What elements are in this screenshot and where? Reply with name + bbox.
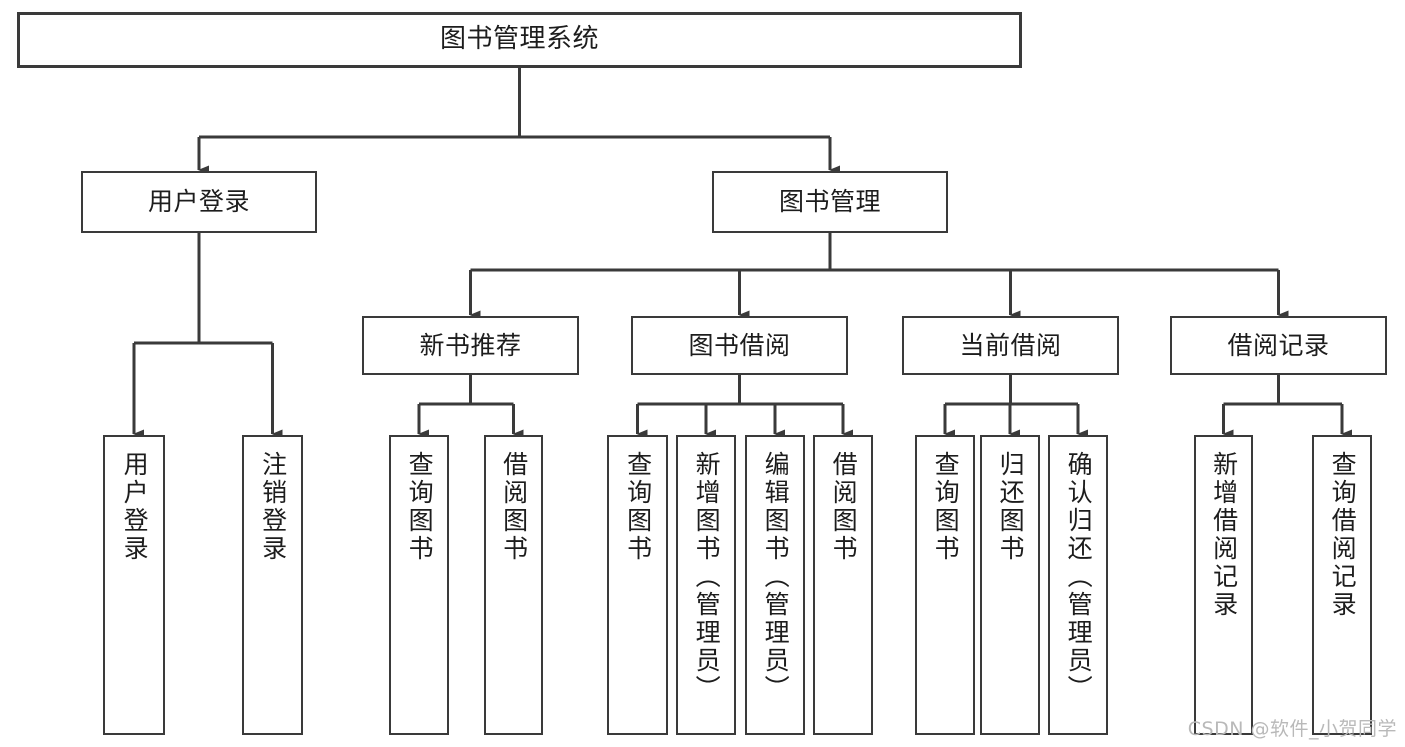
node-user-login[interactable]: 用户登录 [81,171,317,233]
node-current-borrowing[interactable]: 当前借阅 [902,316,1119,375]
node-label: 确认归还（管理员） [1064,451,1094,703]
node-label: 借阅记录 [1227,330,1330,360]
node-leaf-query-book-1[interactable]: 查询图书 [389,435,449,735]
node-leaf-edit-book[interactable]: 编辑图书（管理员） [745,435,805,735]
node-book-management[interactable]: 图书管理 [712,171,948,233]
node-new-book-recommendation[interactable]: 新书推荐 [362,316,579,375]
node-label: 查询图书 [405,451,435,563]
node-label: 新书推荐 [419,330,522,360]
node-book-borrowing[interactable]: 图书借阅 [631,316,848,375]
node-label: 图书管理 [778,187,881,216]
node-leaf-confirm-return[interactable]: 确认归还（管理员） [1048,435,1108,735]
node-label: 借阅图书 [499,451,529,563]
node-borrowing-record[interactable]: 借阅记录 [1170,316,1387,375]
node-label: 用户登录 [147,187,250,216]
node-label: 新增图书（管理员） [692,451,722,703]
csdn-watermark: CSDN @软件_小贺同学 [1187,718,1397,740]
node-leaf-query-book-2[interactable]: 查询图书 [607,435,668,735]
node-leaf-borrow-book-2[interactable]: 借阅图书 [813,435,873,735]
node-label: 编辑图书（管理员） [761,451,791,703]
node-root-system[interactable]: 图书管理系统 [17,12,1022,68]
node-leaf-return-book[interactable]: 归还图书 [980,435,1040,735]
node-label: 查询图书 [931,451,961,563]
node-label: 当前借阅 [959,330,1062,360]
node-label: 归还图书 [996,451,1026,563]
node-leaf-add-record[interactable]: 新增借阅记录 [1194,435,1253,735]
node-leaf-query-book-3[interactable]: 查询图书 [915,435,975,735]
node-label: 图书管理系统 [439,24,599,55]
node-leaf-user-login[interactable]: 用户登录 [103,435,165,735]
node-label: 新增借阅记录 [1209,451,1239,619]
node-leaf-query-record[interactable]: 查询借阅记录 [1312,435,1372,735]
node-label: 注销登录 [258,451,288,563]
node-label: 借阅图书 [829,451,859,563]
node-leaf-borrow-book-1[interactable]: 借阅图书 [484,435,543,735]
node-leaf-logout[interactable]: 注销登录 [242,435,303,735]
node-label: 查询借阅记录 [1328,451,1358,619]
node-leaf-add-book[interactable]: 新增图书（管理员） [676,435,736,735]
node-label: 查询图书 [623,451,653,563]
node-label: 图书借阅 [688,330,791,360]
node-label: 用户登录 [120,451,150,563]
